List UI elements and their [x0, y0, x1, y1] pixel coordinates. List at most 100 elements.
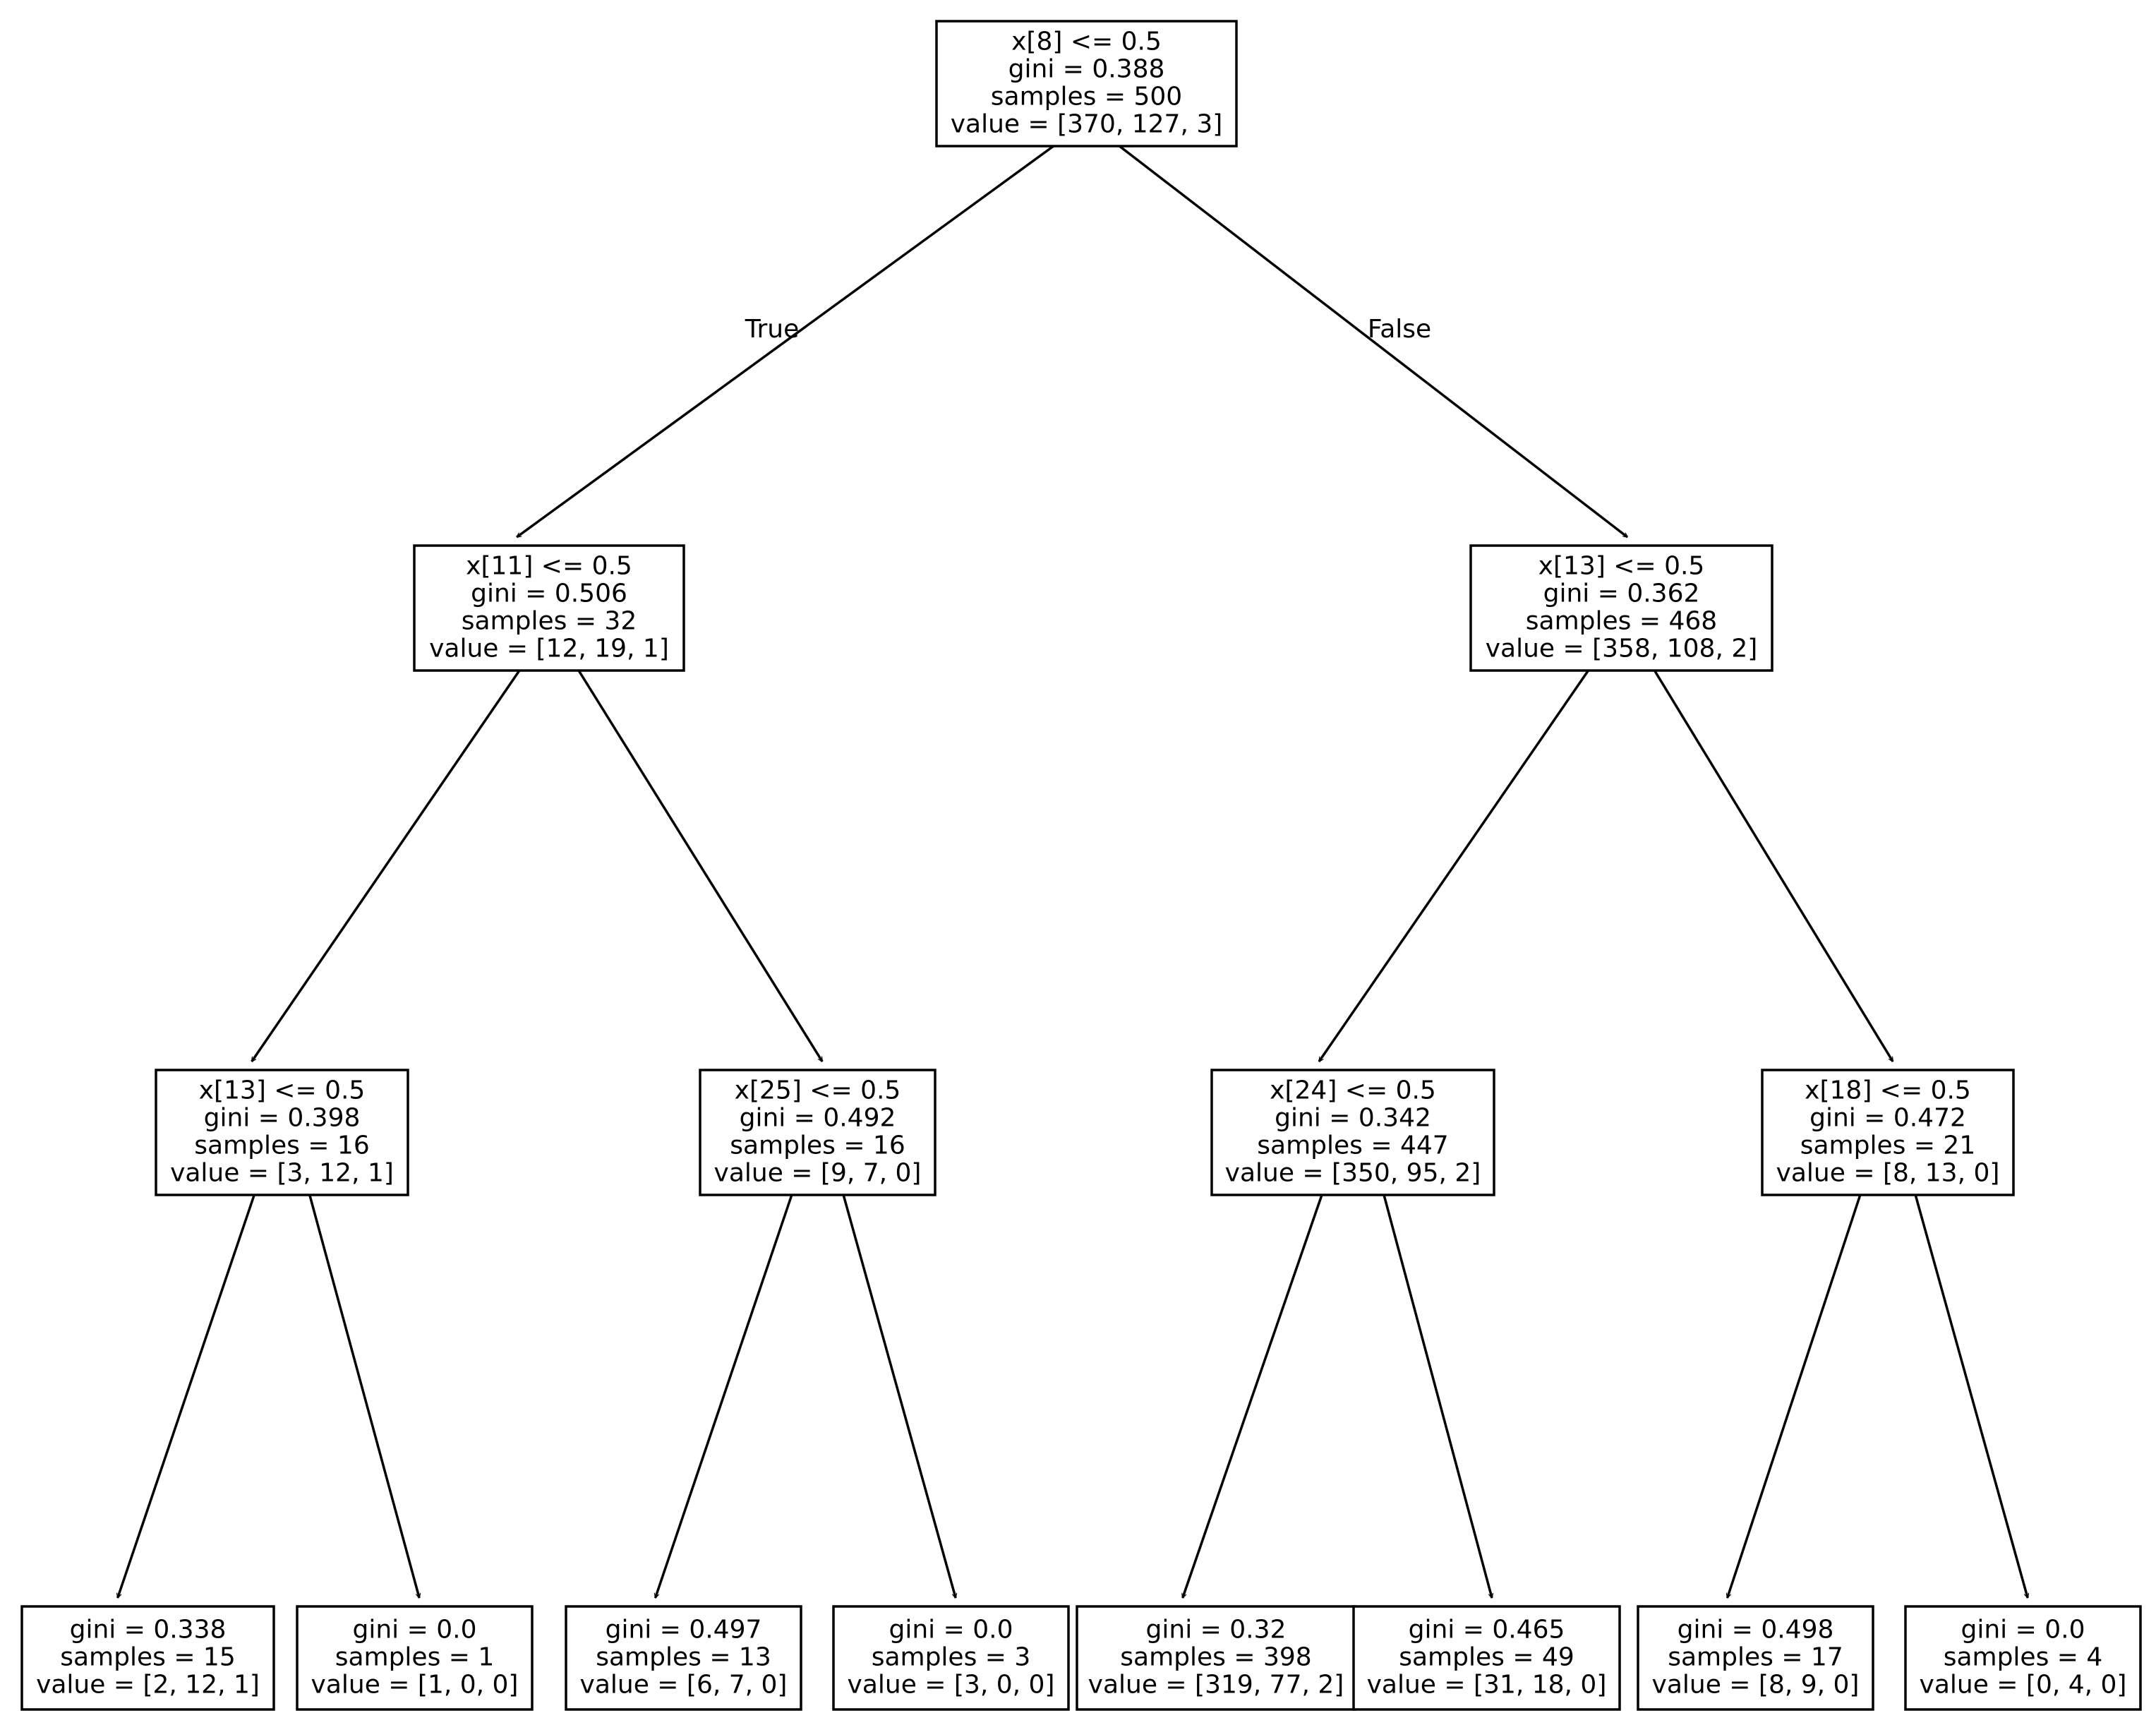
node-condition-text: x[13] <= 0.5: [199, 1076, 366, 1105]
node-samples-text: samples = 15: [60, 1643, 236, 1672]
edges-layer: [118, 145, 2028, 1598]
node-samples-text: samples = 32: [462, 607, 637, 636]
node-condition-text: x[18] <= 0.5: [1805, 1076, 1971, 1105]
node-samples-text: samples = 468: [1526, 607, 1717, 636]
node-value-text: value = [8, 13, 0]: [1776, 1159, 2000, 1188]
node-samples-text: samples = 17: [1668, 1643, 1843, 1672]
node-gini-text: gini = 0.0: [353, 1616, 477, 1645]
edge-n2-n5: [1318, 670, 1589, 1062]
node-condition-text: x[11] <= 0.5: [466, 552, 632, 581]
node-samples-text: samples = 16: [730, 1131, 905, 1160]
node-gini-text: gini = 0.342: [1275, 1104, 1431, 1133]
node-samples-text: samples = 3: [872, 1643, 1031, 1672]
node-value-text: value = [9, 7, 0]: [714, 1159, 922, 1188]
edge-label-false: False: [1368, 315, 1431, 344]
node-value-text: value = [370, 127, 3]: [951, 110, 1223, 139]
node-value-text: value = [358, 108, 2]: [1486, 635, 1758, 663]
edge-n4-l3: [656, 1194, 793, 1598]
edge-n1-n3: [251, 670, 521, 1062]
edge-label-true: True: [745, 315, 799, 344]
edge-n5-l6: [1383, 1194, 1492, 1598]
node-box: [1352, 1605, 1621, 1711]
node-samples-text: samples = 16: [194, 1131, 370, 1160]
node-value-text: value = [3, 0, 0]: [848, 1671, 1055, 1700]
node-condition-text: x[8] <= 0.5: [1011, 28, 1162, 56]
node-gini-text: gini = 0.398: [204, 1104, 361, 1133]
node-samples-text: samples = 4: [1944, 1643, 2103, 1672]
node-gini-text: gini = 0.338: [70, 1616, 227, 1645]
edge-n3-l2: [308, 1194, 419, 1598]
node-gini-text: gini = 0.492: [740, 1104, 896, 1133]
node-samples-text: samples = 1: [335, 1643, 495, 1672]
node-value-text: value = [31, 18, 0]: [1367, 1671, 1607, 1700]
node-box: [832, 1605, 1070, 1711]
node-value-text: value = [8, 9, 0]: [1652, 1671, 1860, 1700]
edge-n3-l1: [118, 1194, 255, 1598]
node-gini-text: gini = 0.0: [889, 1616, 1013, 1645]
node-box: [413, 544, 685, 672]
node-gini-text: gini = 0.497: [606, 1616, 762, 1645]
node-samples-text: samples = 447: [1257, 1131, 1448, 1160]
node-box: [935, 20, 1238, 148]
node-box: [296, 1605, 534, 1711]
node-samples-text: samples = 13: [596, 1643, 771, 1672]
node-gini-text: gini = 0.506: [471, 579, 627, 608]
node-gini-text: gini = 0.0: [1961, 1616, 2085, 1645]
node-box: [155, 1069, 409, 1196]
node-value-text: value = [6, 7, 0]: [580, 1671, 788, 1700]
edge-n6-l7: [1728, 1194, 1862, 1598]
node-gini-text: gini = 0.498: [1678, 1616, 1834, 1645]
edge-n5-l5: [1183, 1194, 1323, 1598]
node-value-text: value = [12, 19, 1]: [429, 635, 669, 663]
node-samples-text: samples = 398: [1120, 1643, 1311, 1672]
node-gini-text: gini = 0.472: [1809, 1104, 1966, 1133]
node-condition-text: x[13] <= 0.5: [1538, 552, 1705, 581]
node-box: [1637, 1605, 1874, 1711]
edge-root-n1: [517, 145, 1054, 539]
edge-n1-n4: [577, 670, 824, 1062]
node-value-text: value = [2, 12, 1]: [36, 1671, 260, 1700]
node-value-text: value = [3, 12, 1]: [170, 1159, 394, 1188]
node-gini-text: gini = 0.388: [1008, 55, 1165, 84]
node-samples-text: samples = 49: [1399, 1643, 1574, 1672]
node-box: [1469, 544, 1773, 672]
node-box: [1904, 1605, 2142, 1711]
node-samples-text: samples = 500: [991, 83, 1182, 112]
node-samples-text: samples = 21: [1800, 1131, 1976, 1160]
node-box: [20, 1605, 275, 1711]
node-box: [1076, 1605, 1356, 1711]
node-value-text: value = [319, 77, 2]: [1088, 1671, 1344, 1700]
node-gini-text: gini = 0.32: [1146, 1616, 1287, 1645]
edge-n4-l4: [842, 1194, 956, 1598]
node-gini-text: gini = 0.465: [1409, 1616, 1565, 1645]
edge-root-n2: [1119, 145, 1627, 539]
node-condition-text: x[24] <= 0.5: [1270, 1076, 1436, 1105]
node-gini-text: gini = 0.362: [1543, 579, 1700, 608]
node-box: [565, 1605, 802, 1711]
node-box: [699, 1069, 937, 1196]
node-value-text: value = [0, 4, 0]: [1920, 1671, 2127, 1700]
node-value-text: value = [1, 0, 0]: [311, 1671, 519, 1700]
node-value-text: value = [350, 95, 2]: [1225, 1159, 1481, 1188]
edge-n2-n6: [1653, 670, 1894, 1062]
node-box: [1210, 1069, 1495, 1196]
node-box: [1761, 1069, 2015, 1196]
node-condition-text: x[25] <= 0.5: [735, 1076, 901, 1105]
edge-labels-layer: True False: [745, 315, 1431, 344]
